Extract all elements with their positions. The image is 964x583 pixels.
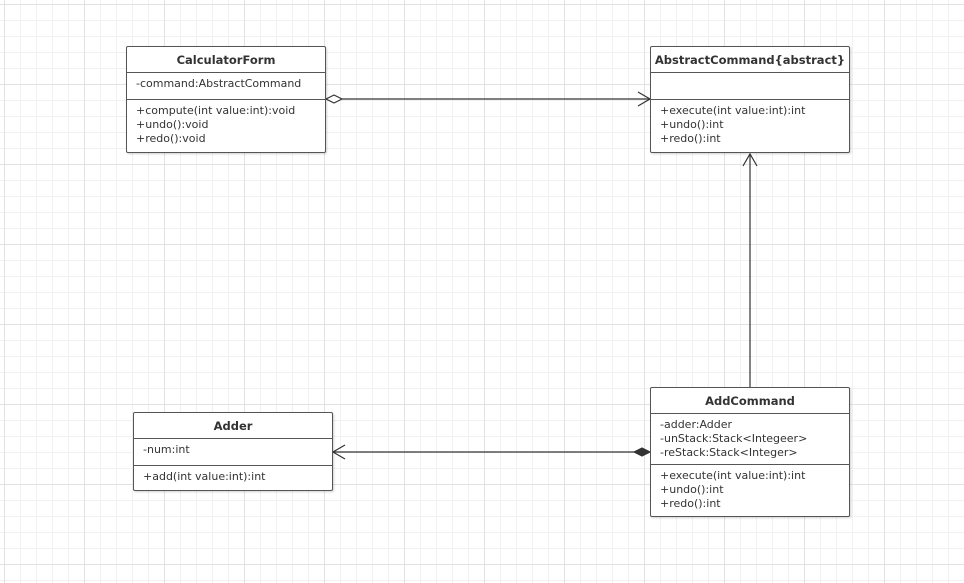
method: +redo():void (136, 132, 206, 145)
methods-section: +add(int value:int):int (134, 466, 332, 488)
attribute: -adder:Adder (660, 418, 733, 431)
composition-connector[interactable] (331, 444, 652, 460)
methods-section: +execute(int value:int):int +undo():int … (651, 465, 849, 515)
attributes-section: -adder:Adder -unStack:Stack<Integeer> -r… (651, 414, 849, 465)
generalization-arrowhead (742, 152, 758, 167)
class-title: AbstractCommand{abstract} (651, 47, 849, 73)
attribute: -reStack:Stack<Integer> (660, 446, 798, 459)
composition-arrowhead (331, 444, 346, 460)
class-add-command[interactable]: AddCommand -adder:Adder -unStack:Stack<I… (650, 387, 850, 517)
aggregation-diamond (324, 94, 344, 104)
methods-section: +execute(int value:int):int +undo():int … (651, 100, 849, 150)
method: +undo():int (660, 118, 724, 131)
class-calculator-form[interactable]: CalculatorForm -command:AbstractCommand … (126, 46, 326, 153)
method: +compute(int value:int):void (136, 104, 296, 117)
attribute: -unStack:Stack<Integeer> (660, 432, 808, 445)
class-adder[interactable]: Adder -num:int +add(int value:int):int (133, 412, 333, 491)
class-title: Adder (134, 413, 332, 439)
class-title: CalculatorForm (127, 47, 325, 73)
methods-section: +compute(int value:int):void +undo():voi… (127, 100, 325, 150)
attributes-section: -num:int (134, 439, 332, 466)
composition-diamond (632, 447, 652, 457)
attributes-section (651, 73, 849, 100)
method: +execute(int value:int):int (660, 104, 806, 117)
generalization-connector[interactable] (742, 152, 758, 387)
attribute: -command:AbstractCommand (136, 77, 302, 90)
class-abstract-command[interactable]: AbstractCommand{abstract} +execute(int v… (650, 46, 850, 153)
aggregation-connector[interactable] (324, 91, 652, 107)
method: +redo():int (660, 497, 721, 510)
method: +execute(int value:int):int (660, 469, 806, 482)
method: +redo():int (660, 132, 721, 145)
method: +undo():void (136, 118, 209, 131)
class-title: AddCommand (651, 388, 849, 414)
method: +add(int value:int):int (143, 470, 266, 483)
method: +undo():int (660, 483, 724, 496)
attribute: -num:int (143, 443, 190, 456)
attributes-section: -command:AbstractCommand (127, 73, 325, 100)
